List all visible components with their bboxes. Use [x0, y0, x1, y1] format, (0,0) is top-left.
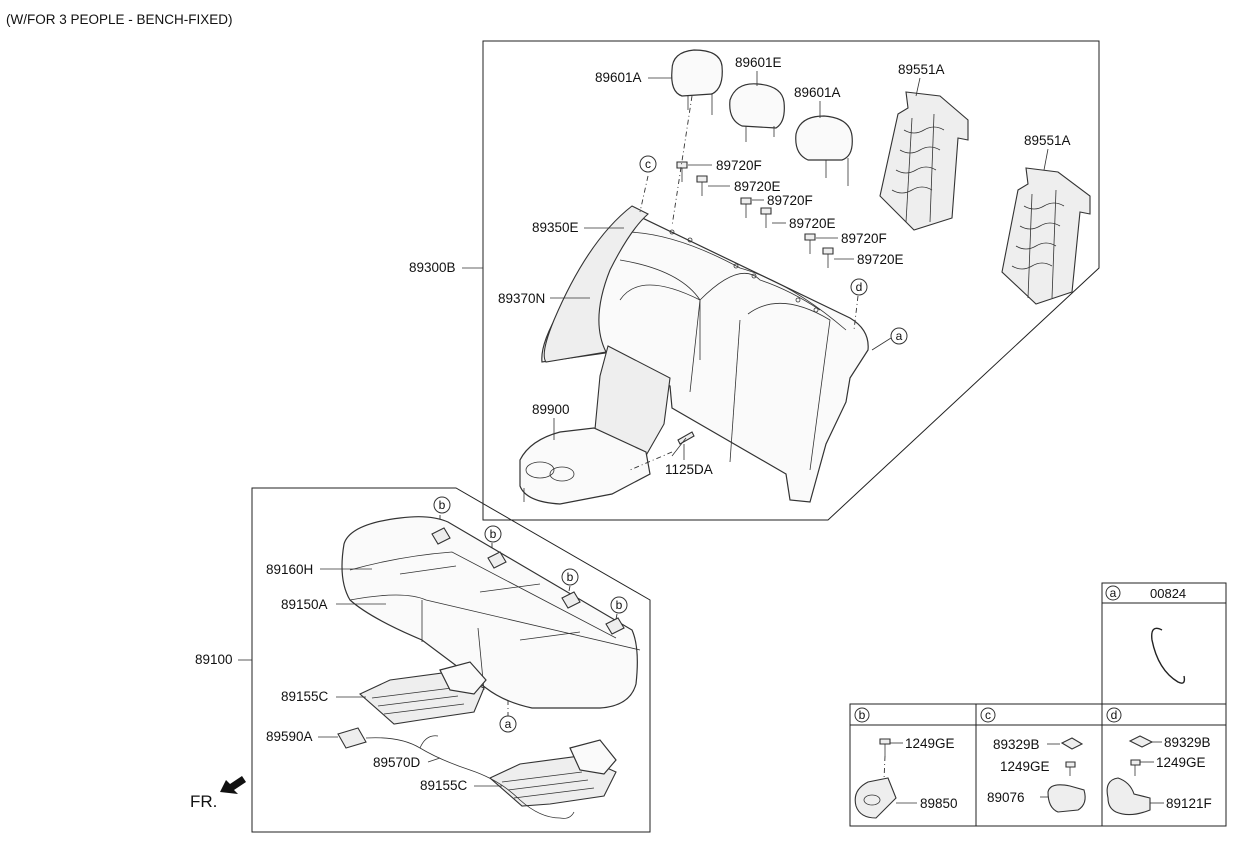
label-89329B-d: 89329B [1164, 735, 1211, 750]
label-89601A-right: 89601A [794, 85, 841, 100]
callout-b-1[interactable]: b [433, 496, 451, 514]
cushion-assembly-frame [251, 487, 651, 833]
diagram-title: (W/FOR 3 PEOPLE - BENCH-FIXED) [6, 12, 233, 27]
label-89590A: 89590A [266, 729, 313, 744]
screw-1249GE-d[interactable] [1130, 759, 1141, 776]
label-89720E-1: 89720E [734, 179, 781, 194]
label-89150A: 89150A [281, 597, 328, 612]
front-direction-label: FR. [190, 792, 217, 811]
label-89300B: 89300B [409, 260, 456, 275]
heater-pad-89551A-upper[interactable] [879, 91, 969, 231]
label-89155C-rear: 89155C [420, 778, 468, 793]
cover-89850[interactable] [854, 777, 897, 819]
label-89329B-c: 89329B [993, 737, 1040, 752]
svg-text:a: a [1110, 586, 1117, 600]
callout-b-2[interactable]: b [484, 525, 502, 543]
label-89370N: 89370N [498, 291, 545, 306]
label-89121F: 89121F [1166, 796, 1212, 811]
armrest-89900[interactable] [519, 345, 671, 505]
svg-text:d: d [1111, 708, 1118, 722]
label-1249GE-b: 1249GE [905, 736, 955, 751]
inset-c-header: c [980, 707, 996, 723]
svg-text:b: b [859, 708, 866, 722]
svg-text:b: b [567, 570, 574, 584]
headrest-89601A-left[interactable] [671, 49, 723, 115]
label-89720F-2: 89720F [767, 193, 813, 208]
svg-text:b: b [490, 527, 497, 541]
svg-text:c: c [985, 708, 991, 722]
clip-00824[interactable] [1151, 627, 1186, 684]
callout-d-upper[interactable]: d [850, 278, 868, 296]
label-89601A-left: 89601A [595, 70, 642, 85]
screw-set-89720[interactable] [676, 161, 834, 268]
heater-mat-89155C-rear[interactable] [489, 739, 617, 807]
label-89551A-lower: 89551A [1024, 133, 1071, 148]
label-1249GE-c: 1249GE [1000, 759, 1050, 774]
label-89155C-front: 89155C [281, 689, 329, 704]
wire-harness-89570D[interactable] [365, 735, 575, 819]
label-89076: 89076 [987, 790, 1025, 805]
svg-text:d: d [856, 280, 863, 294]
callout-b-3[interactable]: b [561, 568, 579, 586]
label-89160H: 89160H [266, 562, 313, 577]
callout-c-upper[interactable]: c [639, 155, 657, 173]
label-89850: 89850 [920, 796, 958, 811]
headrest-89601A-right[interactable] [795, 115, 853, 186]
label-89720E-2: 89720E [789, 216, 836, 231]
label-89601E: 89601E [735, 55, 782, 70]
screw-1249GE-c[interactable] [1065, 761, 1076, 776]
label-89100: 89100 [195, 652, 233, 667]
inset-a-code: 00824 [1150, 586, 1186, 601]
label-1249GE-d: 1249GE [1156, 755, 1206, 770]
svg-text:a: a [505, 717, 512, 731]
front-arrow-icon [220, 776, 246, 794]
heater-pad-89551A-lower[interactable] [1001, 167, 1091, 305]
heater-mat-89155C-front[interactable] [359, 661, 487, 725]
label-89720F-1: 89720F [716, 158, 762, 173]
svg-text:b: b [616, 598, 623, 612]
bolt-1125DA[interactable] [671, 431, 695, 457]
pad-89329B-d[interactable] [1128, 735, 1154, 748]
label-89551A-upper: 89551A [898, 62, 945, 77]
callout-a-lower[interactable]: a [499, 715, 517, 733]
side-bolster-89370N[interactable] [543, 205, 649, 363]
label-1125DA: 1125DA [665, 462, 713, 477]
module-89590A[interactable] [337, 727, 367, 749]
headrest-89601E-center[interactable] [729, 83, 785, 142]
label-89570D: 89570D [373, 755, 421, 770]
inset-d-header: d [1106, 707, 1122, 723]
seat-cushion-89100[interactable] [341, 516, 641, 709]
seatback-assembly-frame [482, 40, 1100, 521]
pad-89329B-c[interactable] [1060, 737, 1084, 750]
label-89900: 89900 [532, 402, 570, 417]
label-89720E-3: 89720E [857, 252, 904, 267]
callout-b-4[interactable]: b [610, 596, 628, 614]
cover-89121F[interactable] [1106, 777, 1151, 816]
label-89350E: 89350E [532, 220, 579, 235]
screw-1249GE-b[interactable] [879, 738, 891, 756]
inset-table [849, 582, 1227, 827]
svg-text:c: c [645, 157, 651, 171]
callout-a-upper[interactable]: a [890, 327, 908, 345]
label-89720F-3: 89720F [841, 231, 887, 246]
svg-text:a: a [896, 329, 903, 343]
cover-89076[interactable] [1047, 784, 1086, 813]
inset-a-header: a 00824 [1105, 585, 1186, 601]
inset-b-header: b [854, 707, 870, 723]
svg-text:b: b [439, 498, 446, 512]
